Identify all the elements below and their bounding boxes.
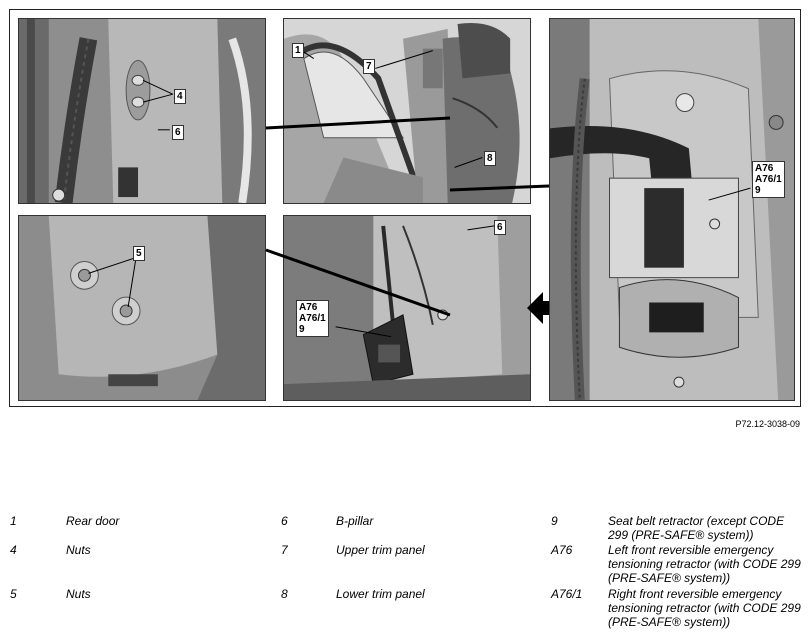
- callout-7: 7: [363, 59, 375, 74]
- legend-number: 7: [281, 543, 288, 557]
- b-pillar-illustration: [19, 19, 265, 203]
- retractor-detail-illustration: [550, 19, 794, 400]
- callout-8: 8: [484, 151, 496, 166]
- legend-description: Right front reversible emergency tension…: [608, 587, 801, 629]
- legend-number: 1: [10, 514, 17, 528]
- legend-number: A76: [551, 543, 573, 557]
- legend-description: Nuts: [66, 587, 91, 601]
- legend-number: A76/1: [551, 587, 583, 601]
- callout-1: 1: [292, 43, 304, 58]
- legend-description: Lower trim panel: [336, 587, 425, 601]
- panel-trim-overview: 1 7 8: [283, 18, 531, 204]
- legend-number: 5: [10, 587, 17, 601]
- nuts-detail-illustration: [19, 216, 265, 400]
- legend-description: B-pillar: [336, 514, 374, 528]
- legend-number: 6: [281, 514, 288, 528]
- panel-retractor-detail: A76 A76/1 9: [549, 18, 795, 401]
- reference-code: P72.12-3038-09: [735, 419, 800, 429]
- callout-6: 6: [172, 125, 184, 140]
- legend-number: 4: [10, 543, 17, 557]
- panel-pillar-retractor: 6 A76 A76/1 9: [283, 215, 531, 401]
- callout-6-lower: 6: [494, 220, 506, 235]
- panel-b-pillar-nuts: 4 6: [18, 18, 266, 204]
- panel-nuts-detail: 5: [18, 215, 266, 401]
- legend-description: Nuts: [66, 543, 91, 557]
- figure-frame: 4 6 1 7 8: [9, 9, 801, 407]
- callout-a76-a761-9-right: A76 A76/1 9: [752, 161, 785, 198]
- trim-overview-illustration: [284, 19, 530, 203]
- legend-description: Seat belt retractor (except CODE 299 (PR…: [608, 514, 785, 542]
- legend-number: 9: [551, 514, 558, 528]
- callout-a76-a761-9-left: A76 A76/1 9: [296, 300, 329, 337]
- legend-description: Rear door: [66, 514, 120, 528]
- legend-number: 8: [281, 587, 288, 601]
- legend-description: Left front reversible emergency tensioni…: [608, 543, 801, 585]
- callout-5: 5: [133, 246, 145, 261]
- callout-4: 4: [174, 89, 186, 104]
- legend-description: Upper trim panel: [336, 543, 425, 557]
